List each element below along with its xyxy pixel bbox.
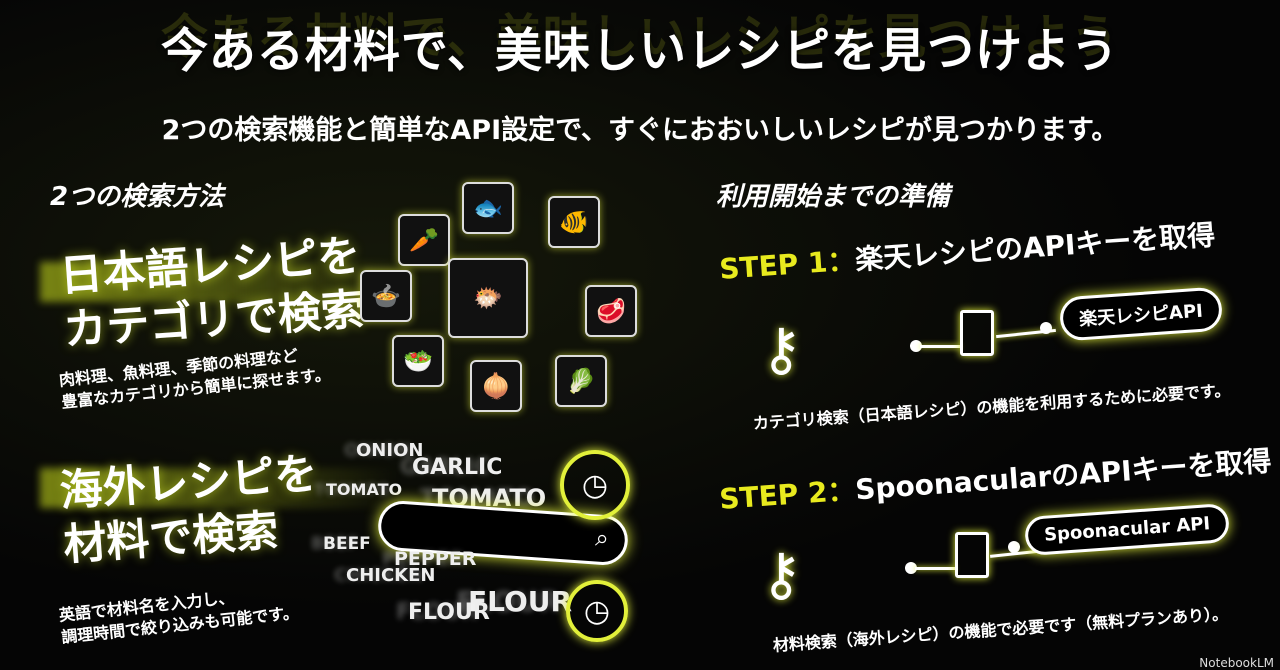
document-icon — [960, 310, 994, 356]
stopwatch-icon: ◷ — [560, 450, 630, 520]
onion-icon: 🧅 — [470, 360, 522, 412]
food-icon: 🥗 — [392, 335, 444, 387]
ingredient-word: CHICKEN — [346, 565, 436, 586]
search-icon[interactable]: ⌕ — [594, 523, 610, 553]
section-title-search-methods: 2つの検索方法 — [50, 182, 225, 212]
notebooklm-watermark: NotebookLM — [1199, 656, 1274, 670]
step1-label: STEP 1： — [718, 243, 857, 286]
key-icon: ⚷ — [760, 315, 803, 383]
method2-title: 海外レシピを 材料で検索 — [58, 447, 323, 573]
method1-title: 日本語レシピを カテゴリで検索 — [58, 229, 366, 358]
food-icon: 🍲 — [360, 270, 412, 322]
fish-icon: 🐟 — [462, 182, 514, 234]
stopwatch-icon: ◷ — [566, 580, 628, 642]
ingredient-word: TOMATO — [326, 480, 403, 499]
carrot-icon: 🥬 — [555, 355, 607, 407]
connector-line — [920, 345, 960, 348]
page-subtitle: 2つの検索機能と簡単なAPI設定で、すぐにおおいしいレシピが見つかります。 — [161, 115, 1119, 146]
fish-plate-icon: 🐡 — [448, 258, 528, 338]
page-title: 今ある材料で、美味しいレシピを見つけよう — [160, 24, 1120, 79]
ingredient-word: BEEF — [323, 534, 371, 554]
glow-streak — [40, 468, 400, 508]
ingredient-word: ONION — [356, 440, 424, 461]
vegetable-icon: 🥕 — [398, 214, 450, 266]
ingredient-word: FLOUR — [408, 600, 490, 625]
document-icon — [955, 532, 989, 578]
connector-line — [915, 567, 955, 570]
glow-streak — [40, 262, 420, 302]
connector-dot — [1008, 541, 1020, 553]
ingredient-word: GARLIC — [412, 455, 503, 480]
connector-dot — [910, 340, 922, 352]
connector-dot — [1040, 322, 1052, 334]
key-icon: ⚷ — [760, 540, 803, 608]
meat-icon: 🥩 — [585, 285, 637, 337]
section-title-preparation: 利用開始までの準備 — [716, 182, 951, 212]
fish-icon: 🐠 — [548, 196, 600, 248]
ingredient-word: PEPPER — [394, 548, 477, 570]
connector-dot — [905, 562, 917, 574]
step2-label: STEP 2： — [718, 473, 857, 516]
ingredient-word: FLOUR — [468, 585, 573, 618]
